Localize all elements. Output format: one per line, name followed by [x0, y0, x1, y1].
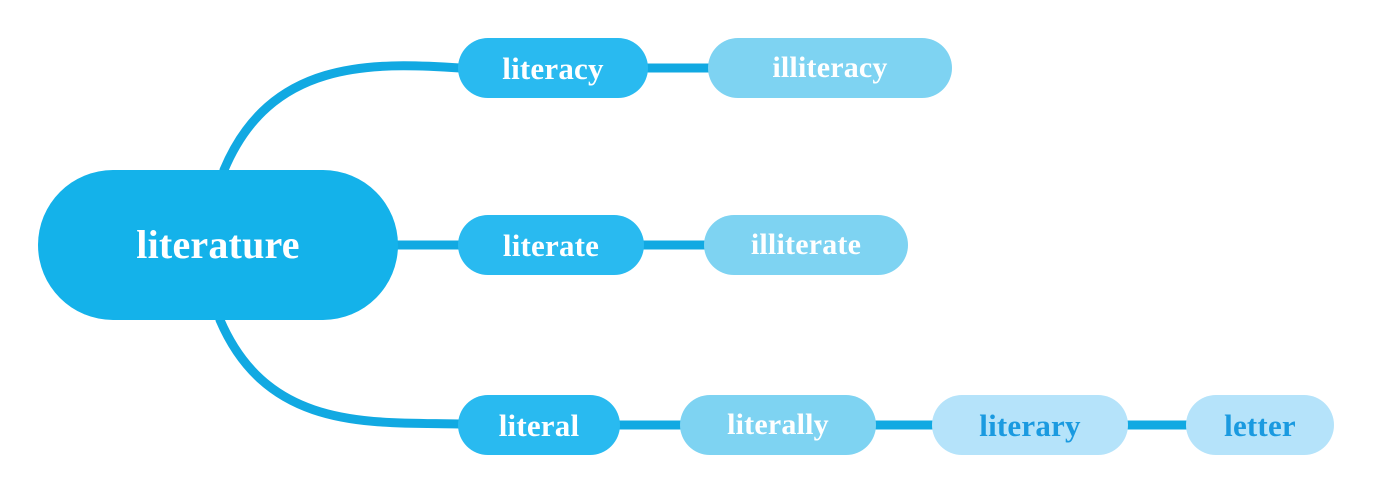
node-literacy[interactable]: literacy: [458, 38, 648, 98]
connector-root-to-literacy: [219, 61, 465, 175]
node-letter[interactable]: letter: [1186, 395, 1334, 455]
connector-root-to-literal: [215, 315, 465, 429]
root-node-literature[interactable]: literature: [38, 170, 398, 320]
node-literate[interactable]: literate: [458, 215, 644, 275]
node-literal[interactable]: literal: [458, 395, 620, 455]
node-illiterate[interactable]: illiterate: [704, 215, 908, 275]
node-illiteracy[interactable]: illiteracy: [708, 38, 952, 98]
node-literary[interactable]: literary: [932, 395, 1128, 455]
node-literally[interactable]: literally: [680, 395, 876, 455]
